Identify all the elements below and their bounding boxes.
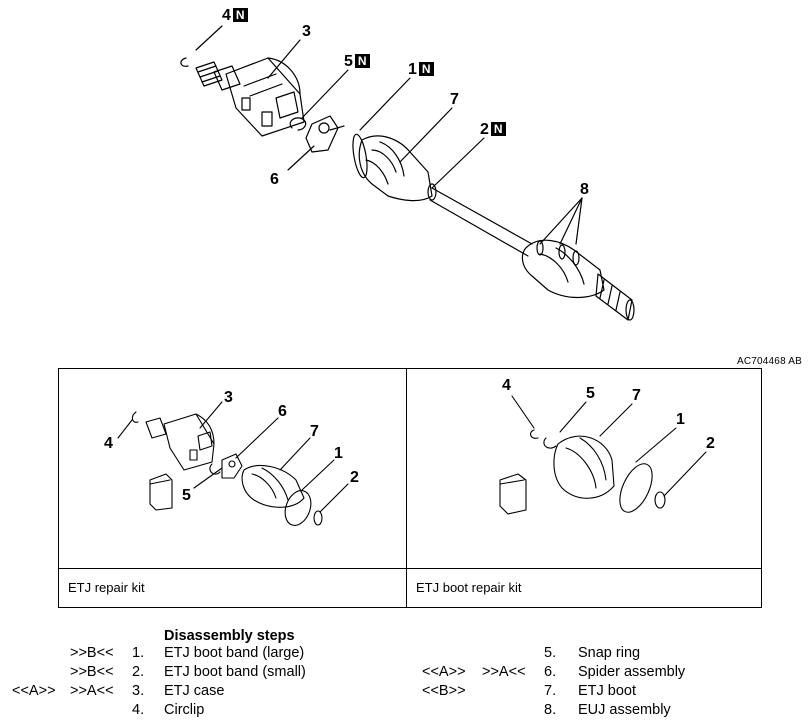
kit1-callout-5: 5	[182, 488, 191, 504]
callout-7: 7	[450, 92, 459, 108]
step-row: 8. EUJ assembly	[422, 702, 762, 721]
new-part-badge: N	[418, 62, 434, 76]
step-text: EUJ assembly	[578, 702, 671, 718]
step-row: <<B>> 7. ETJ boot	[422, 683, 762, 702]
step-row: <<A>> >>A<< 3. ETJ case	[12, 683, 332, 702]
callout-number: 7	[310, 423, 319, 440]
new-part-badge: N	[354, 54, 370, 68]
steps-title: Disassembly steps	[164, 628, 295, 644]
callout-number: 8	[580, 181, 589, 198]
step-number: 4.	[132, 702, 145, 718]
kit1-callout-2: 2	[350, 470, 359, 486]
callout-8: 8	[580, 182, 589, 198]
callout-number: 4	[502, 377, 511, 394]
callout-number: 7	[632, 387, 641, 404]
step-row: >>B<< 1. ETJ boot band (large)	[12, 645, 332, 664]
install-ref: <<A>>	[12, 683, 56, 699]
callout-number: 1	[408, 61, 417, 78]
kit-caption-divider	[58, 568, 761, 569]
install-ref: <<A>>	[422, 664, 466, 680]
step-number: 1.	[132, 645, 145, 661]
kit2-callout-1: 1	[676, 412, 685, 428]
step-number: 3.	[132, 683, 145, 699]
kit2-callout-2: 2	[706, 436, 715, 452]
kit-label-etj-repair: ETJ repair kit	[68, 580, 145, 595]
callout-number: 2	[350, 469, 359, 486]
step-row: 5. Snap ring	[422, 645, 762, 664]
callout-number: 2	[706, 435, 715, 452]
callout-number: 1	[334, 445, 343, 462]
kit2-callout-4: 4	[502, 378, 511, 394]
step-number: 5.	[544, 645, 557, 661]
step-row: <<A>> >>A<< 6. Spider assembly	[422, 664, 762, 683]
callout-6: 6	[270, 172, 279, 188]
remove-ref: >>A<<	[482, 664, 526, 680]
callout-number: 5	[586, 385, 595, 402]
kit1-callout-1: 1	[334, 446, 343, 462]
callout-number: 5	[182, 487, 191, 504]
remove-ref: >>A<<	[70, 683, 114, 699]
step-text: ETJ boot band (small)	[164, 664, 306, 680]
kit2-callout-5: 5	[586, 386, 595, 402]
callout-number: 4	[104, 435, 113, 452]
callout-number: 7	[450, 91, 459, 108]
install-ref: <<B>>	[422, 683, 466, 699]
new-part-badge: N	[232, 8, 248, 22]
repair-kit-table	[58, 368, 762, 608]
remove-ref: >>B<<	[70, 645, 114, 661]
step-text: Circlip	[164, 702, 205, 718]
callout-number: 3	[302, 23, 311, 40]
step-number: 2.	[132, 664, 145, 680]
step-text: ETJ boot	[578, 683, 637, 699]
kit1-callout-4: 4	[104, 436, 113, 452]
kit-label-etj-boot-repair: ETJ boot repair kit	[416, 580, 522, 595]
callout-number: 1	[676, 411, 685, 428]
kit2-callout-7: 7	[632, 388, 641, 404]
kit-table-divider	[406, 368, 407, 607]
kit1-callout-7: 7	[310, 424, 319, 440]
callout-number: 4	[222, 7, 231, 24]
step-number: 6.	[544, 664, 557, 680]
step-number: 7.	[544, 683, 557, 699]
kit1-callout-3: 3	[224, 390, 233, 406]
callout-number: 6	[278, 403, 287, 420]
callout-number: 6	[270, 171, 279, 188]
kit1-callout-6: 6	[278, 404, 287, 420]
callout-number: 5	[344, 53, 353, 70]
step-text: Snap ring	[578, 645, 641, 661]
callout-number: 2	[480, 121, 489, 138]
step-row: 4. Circlip	[12, 702, 332, 721]
remove-ref: >>B<<	[70, 664, 114, 680]
new-part-badge: N	[490, 122, 506, 136]
step-text: Spider assembly	[578, 664, 686, 680]
callout-3: 3	[302, 24, 311, 40]
step-text: ETJ boot band (large)	[164, 645, 305, 661]
step-text: ETJ case	[164, 683, 225, 699]
callout-number: 3	[224, 389, 233, 406]
figure-reference-code: AC704468 AB	[736, 356, 802, 367]
step-number: 8.	[544, 702, 557, 718]
step-row: >>B<< 2. ETJ boot band (small)	[12, 664, 332, 683]
